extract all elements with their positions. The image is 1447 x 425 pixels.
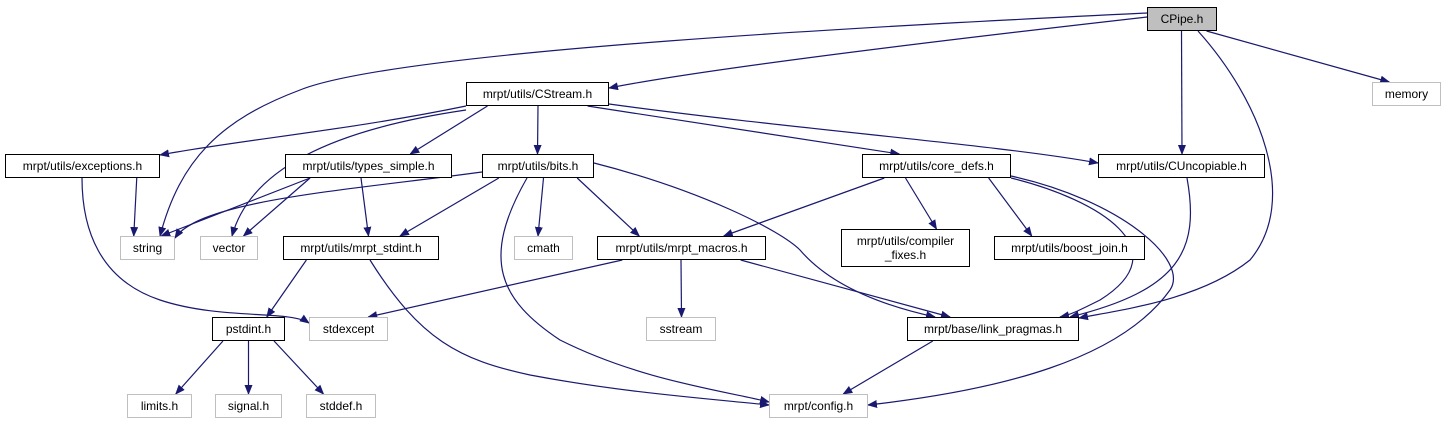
edge-exceptions-to-string <box>130 177 139 237</box>
edge-core_defs-to-compiler_fixes <box>904 177 938 230</box>
node-pstdint[interactable]: pstdint.h <box>212 317 285 341</box>
node-stdexcept: stdexcept <box>309 317 388 341</box>
edge-cuncopiable-to-link_pragmas <box>1069 177 1192 319</box>
node-boost-join[interactable]: mrpt/utils/boost_join.h <box>994 236 1145 260</box>
node-cstream[interactable]: mrpt/utils/CStream.h <box>466 82 609 106</box>
node-cpipe[interactable]: CPipe.h <box>1147 7 1217 31</box>
node-mrpt-macros[interactable]: mrpt/utils/mrpt_macros.h <box>597 236 766 260</box>
edge-types_simple-to-vector <box>242 177 311 237</box>
edge-cstream-to-cuncopiable <box>608 103 1099 166</box>
node-memory: memory <box>1372 82 1441 106</box>
edge-bits-to-mrpt_stdint <box>399 177 500 237</box>
node-config: mrpt/config.h <box>769 394 868 418</box>
edge-bits-to-mrpt_macros <box>576 177 640 237</box>
edge-core_defs-to-config <box>867 175 1174 408</box>
node-limits: limits.h <box>127 394 192 418</box>
node-compiler-fixes[interactable]: mrpt/utils/compiler _fixes.h <box>841 229 970 267</box>
edge-cpipe-to-string <box>158 12 1148 237</box>
node-exceptions[interactable]: mrpt/utils/exceptions.h <box>5 154 160 178</box>
node-stddef: stddef.h <box>306 394 376 418</box>
edge-cpipe-to-link_pragmas <box>1078 30 1274 321</box>
edge-mrpt_stdint-to-pstdint <box>266 259 307 318</box>
edge-pstdint-to-limits <box>175 340 224 395</box>
node-core-defs[interactable]: mrpt/utils/core_defs.h <box>862 154 1011 178</box>
edge-core_defs-to-boost_join <box>988 177 1033 237</box>
edge-bits-to-config <box>500 177 770 404</box>
node-bits[interactable]: mrpt/utils/bits.h <box>482 154 594 178</box>
node-sstream: sstream <box>646 317 716 341</box>
node-signal: signal.h <box>215 394 282 418</box>
edge-cpipe-to-cstream <box>608 16 1148 91</box>
edge-mrpt_macros-to-stdexcept <box>367 259 623 319</box>
edge-cstream-to-types_simple <box>409 105 488 155</box>
node-cmath: cmath <box>514 236 573 260</box>
node-link-pragmas[interactable]: mrpt/base/link_pragmas.h <box>907 317 1079 341</box>
edge-mrpt_macros-to-sstream <box>677 259 686 318</box>
edge-mrpt_macros-to-link_pragmas <box>740 259 951 319</box>
node-mrpt-stdint[interactable]: mrpt/utils/mrpt_stdint.h <box>283 236 439 260</box>
edge-types_simple-to-string <box>160 177 311 237</box>
edge-bits-to-link_pragmas <box>593 162 936 319</box>
node-types-simple[interactable]: mrpt/utils/types_simple.h <box>285 154 452 178</box>
edge-cpipe-to-memory <box>1206 30 1391 84</box>
node-vector: vector <box>200 236 258 260</box>
edge-cstream-to-exceptions <box>159 105 467 158</box>
edge-mrpt_stdint-to-config <box>369 259 770 409</box>
edge-pstdint-to-stddef <box>273 340 325 395</box>
edge-cpipe-to-cuncopiable <box>1177 30 1186 155</box>
edge-cstream-to-core_defs <box>587 105 901 157</box>
edge-core_defs-to-mrpt_macros <box>722 177 885 237</box>
edge-link_pragmas-to-config <box>842 340 934 395</box>
edge-cstream-to-bits <box>533 105 542 155</box>
node-string: string <box>120 236 175 260</box>
edge-bits-to-string <box>174 171 483 239</box>
edge-exceptions-to-stdexcept <box>81 177 310 324</box>
edge-bits-to-cmath <box>534 177 545 237</box>
node-cuncopiable[interactable]: mrpt/utils/CUncopiable.h <box>1098 154 1265 178</box>
